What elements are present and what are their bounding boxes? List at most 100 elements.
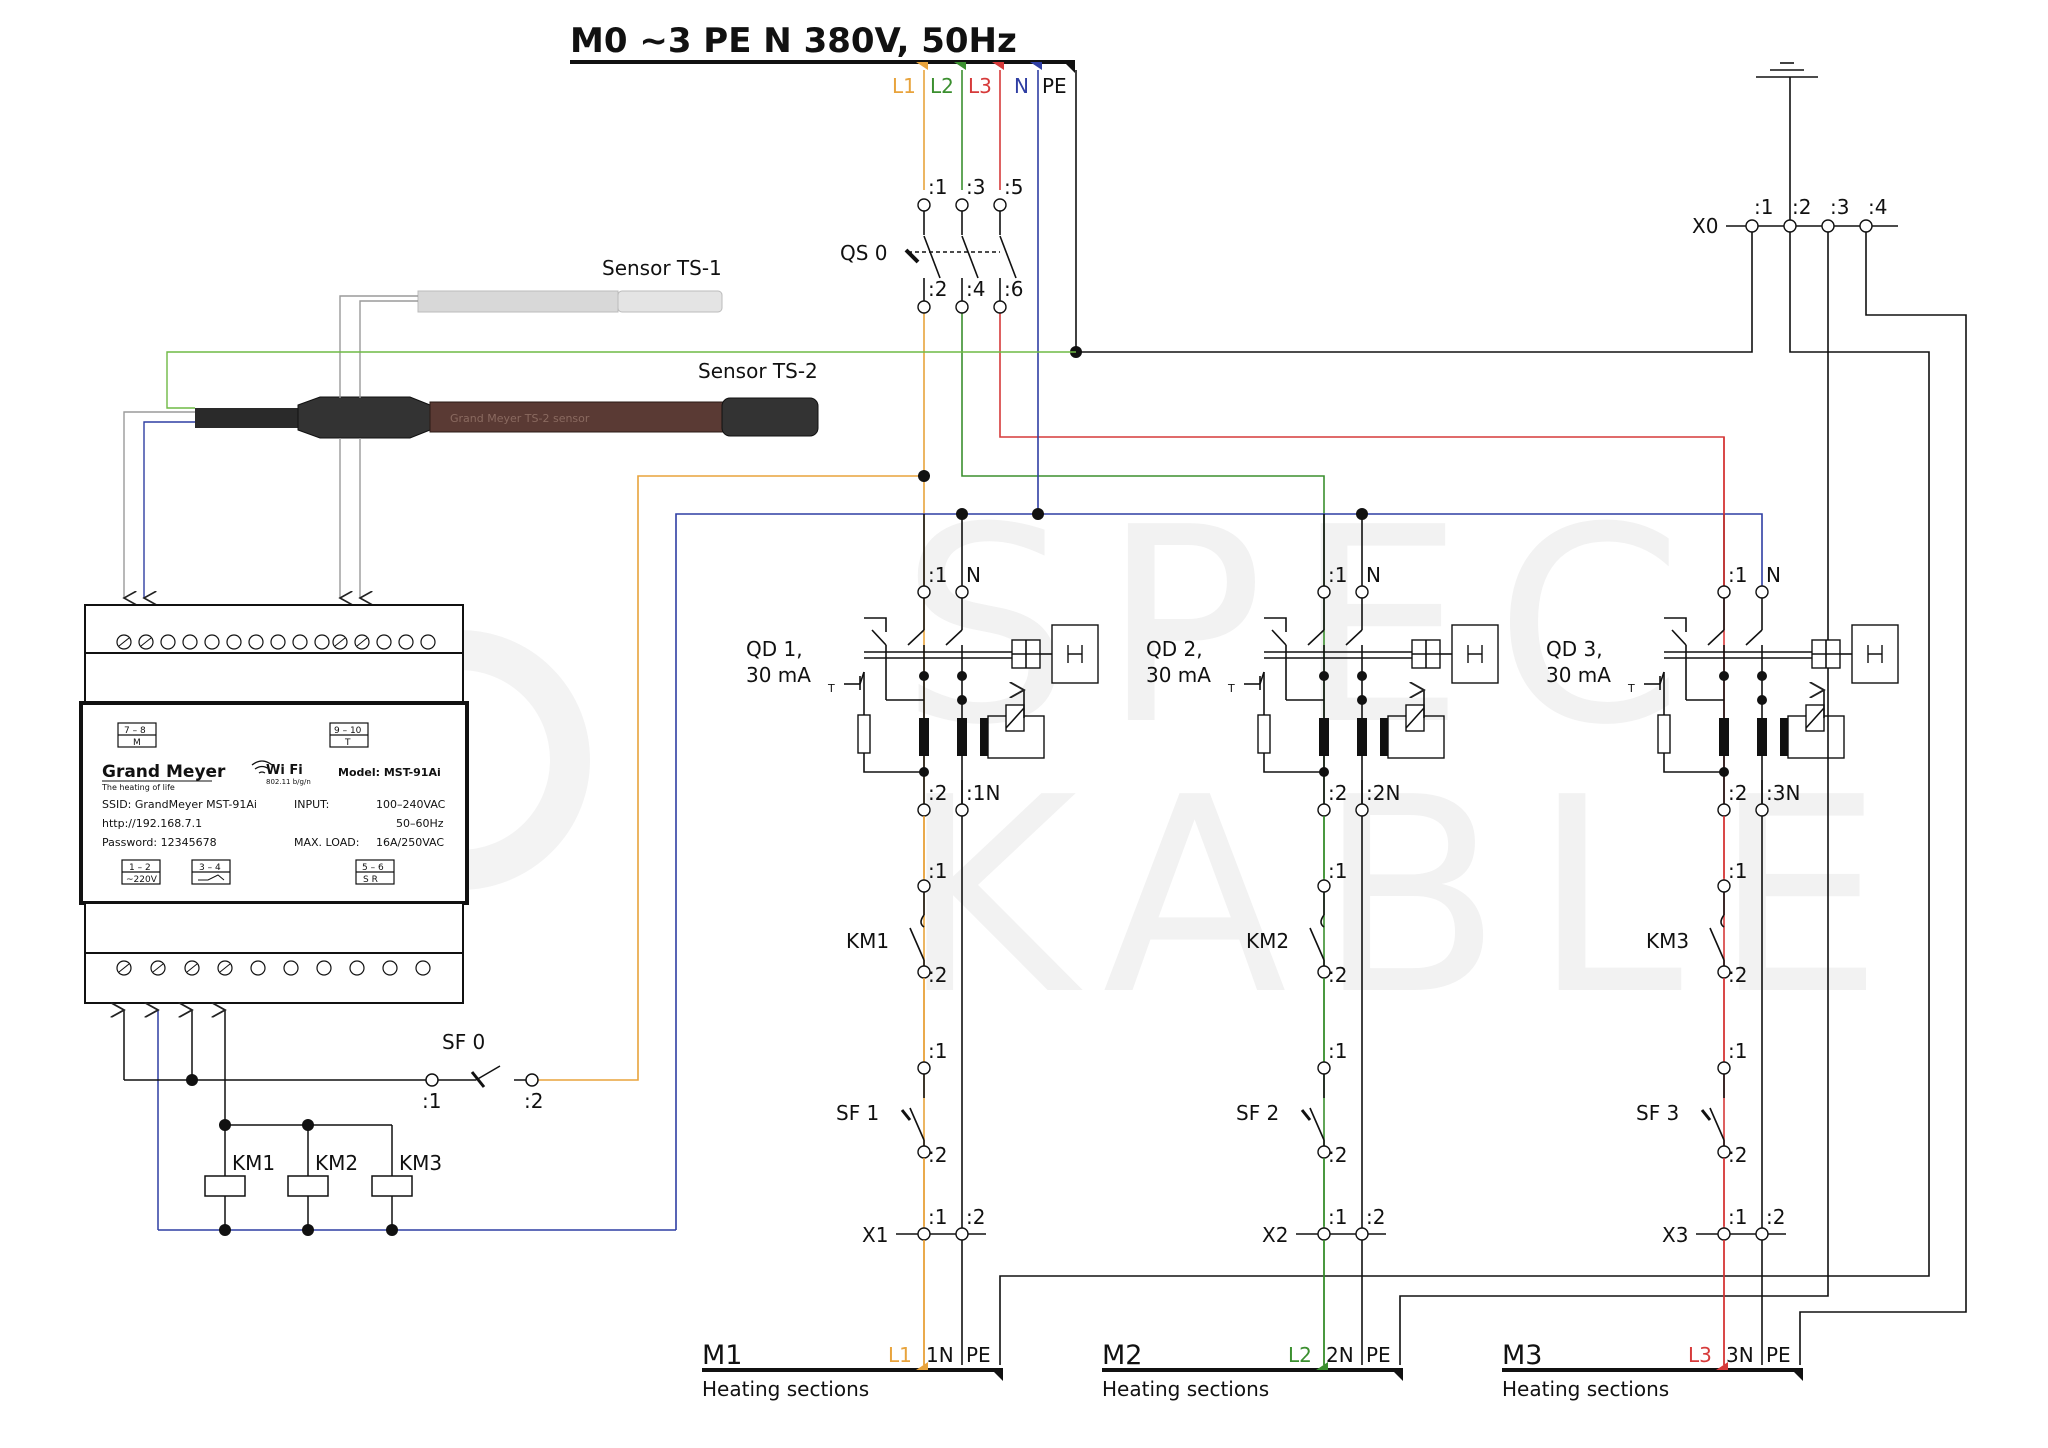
bus-pe-2: PE (1366, 1343, 1391, 1367)
rcd-in-term-1: :1 (928, 563, 947, 587)
km-term-1-2: :1 (1328, 859, 1347, 883)
watermark-line1: SPEC (900, 469, 1713, 784)
x0-label: X0 (1692, 214, 1718, 238)
coil-km2-label: KM2 (315, 1151, 358, 1175)
controller-unit: 7 – 8 M 9 – 10 T 1 – 2 ~220V 3 – 4 5 – 6… (79, 604, 469, 1004)
badge-3-bottom: ~220V (126, 875, 158, 885)
bus-pe-1: PE (966, 1343, 991, 1367)
x-label-3: X3 (1662, 1223, 1688, 1247)
sf-term-1-2: :1 (1328, 1039, 1347, 1063)
junctions (918, 346, 1368, 520)
x-term-2-2: :2 (1366, 1205, 1385, 1229)
bus-label-l2: L2 (930, 74, 954, 98)
controller-brand: Grand Meyer (102, 762, 226, 782)
x-label-2: X2 (1262, 1223, 1288, 1247)
rcd-in-term-3: :1 (1728, 563, 1747, 587)
x0-term-2: :2 (1792, 195, 1811, 219)
main-switch-qs0: :1 :3 :5 :2 :4 :6 QS 0 (840, 175, 1023, 314)
sf-term-1-3: :1 (1728, 1039, 1747, 1063)
x0-term-4: :4 (1868, 195, 1887, 219)
bus-subtitle-3: Heating sections (1502, 1377, 1669, 1401)
bus-label-n: N (1014, 74, 1029, 98)
km-label-3: KM3 (1646, 929, 1689, 953)
bus-label-pe: PE (1042, 74, 1067, 98)
rcd-in-term-2: :1 (1328, 563, 1347, 587)
controller-password: Password: 12345678 (102, 836, 217, 849)
km-term-1-3: :1 (1728, 859, 1747, 883)
x-term-1-2: :1 (1328, 1205, 1347, 1229)
controller-model: Model: MST-91Ai (338, 766, 441, 779)
sensors: Sensor TS-1 Sensor TS-2 Grand Meyer TS-2… (124, 256, 1076, 598)
x-label-1: X1 (862, 1223, 888, 1247)
km-term-2-2: :2 (1328, 963, 1347, 987)
bus-label-2: M2 (1102, 1340, 1142, 1371)
coils: KM1 KM2 KM3 SF 0 :1 :2 (186, 1030, 543, 1236)
sensor-ts2-label: Sensor TS-2 (698, 359, 818, 383)
badge-1-bottom: M (133, 738, 141, 748)
x-term-1-3: :1 (1728, 1205, 1747, 1229)
bus-phase-2: L2 (1288, 1343, 1312, 1367)
sensor-ts2-print: Grand Meyer TS-2 sensor (450, 412, 590, 425)
main-bus-title: M0 ~3 PE N 380V, 50Hz (570, 21, 1017, 61)
bus-subtitle-1: Heating sections (702, 1377, 869, 1401)
wifi-icon (251, 760, 273, 774)
qs0-term-1: :1 (928, 175, 947, 199)
bus-subtitle-2: Heating sections (1102, 1377, 1269, 1401)
qs0-term-3: :3 (966, 175, 985, 199)
controller-input-label: INPUT: (294, 798, 329, 811)
bus-neutral-2: 2N (1326, 1343, 1354, 1367)
test-label-2: T (1227, 682, 1235, 695)
rcd-out-n-1: :1N (966, 781, 1000, 805)
bus-phase-3: L3 (1688, 1343, 1712, 1367)
sf-term-2-3: :2 (1728, 1143, 1747, 1167)
rcd-rating-3: 30 mA (1546, 663, 1611, 687)
qs0-term-6: :6 (1004, 277, 1023, 301)
sf-term-1-1: :1 (928, 1039, 947, 1063)
qs0-term-2: :2 (928, 277, 947, 301)
rcd-out-n-2: :2N (1366, 781, 1400, 805)
bus-neutral-1: 1N (926, 1343, 954, 1367)
sensor-ts1-label: Sensor TS-1 (602, 256, 722, 280)
watermark: SPEC KABLE (330, 469, 1913, 1054)
badge-5-top: 5 – 6 (362, 863, 384, 873)
controller-load-value: 16A/250VAC (376, 836, 444, 849)
badge-5-bottom: S R (363, 875, 378, 885)
bus-pe-3: PE (1766, 1343, 1791, 1367)
bus-phase-1: L1 (888, 1343, 912, 1367)
x-term-2-3: :2 (1766, 1205, 1785, 1229)
bus-label-1: M1 (702, 1340, 742, 1371)
controller-ssid: SSID: GrandMeyer MST-91Ai (102, 798, 257, 811)
rcd-in-n-1: N (966, 563, 981, 587)
bus-label-l3: L3 (968, 74, 992, 98)
qs0-label: QS 0 (840, 241, 888, 265)
qs0-term-5: :5 (1004, 175, 1023, 199)
controller-input-value: 100–240VAC (376, 798, 446, 811)
watermark-line2: KABLE (900, 739, 1913, 1054)
x0-term-3: :3 (1830, 195, 1849, 219)
badge-4-top: 3 – 4 (199, 863, 221, 873)
bus-label-3: M3 (1502, 1340, 1542, 1371)
sf-term-2-2: :2 (1328, 1143, 1347, 1167)
coil-km3-label: KM3 (399, 1151, 442, 1175)
rcd-rating-2: 30 mA (1146, 663, 1211, 687)
controller-freq: 50–60Hz (396, 817, 444, 830)
bus-neutral-3: 3N (1726, 1343, 1754, 1367)
sf-label-2: SF 2 (1236, 1101, 1279, 1125)
controller-wifi-std: 802.11 b/g/n (266, 778, 311, 786)
sf0-term-2: :2 (524, 1089, 543, 1113)
control-wiring (124, 1010, 676, 1231)
rcd-rating-1: 30 mA (746, 663, 811, 687)
x0-term-1: :1 (1754, 195, 1773, 219)
controller-tagline: The heating of life (101, 783, 175, 792)
badge-3-top: 1 – 2 (129, 863, 151, 873)
x-term-1-1: :1 (928, 1205, 947, 1229)
rcd-out-term-3: :2 (1728, 781, 1747, 805)
controller-url: http://192.168.7.1 (102, 817, 202, 830)
km-term-2-1: :2 (928, 963, 947, 987)
earth-terminal-x0: X0 :1 :2 :3 :4 (999, 62, 1967, 1365)
sf-label-1: SF 1 (836, 1101, 879, 1125)
